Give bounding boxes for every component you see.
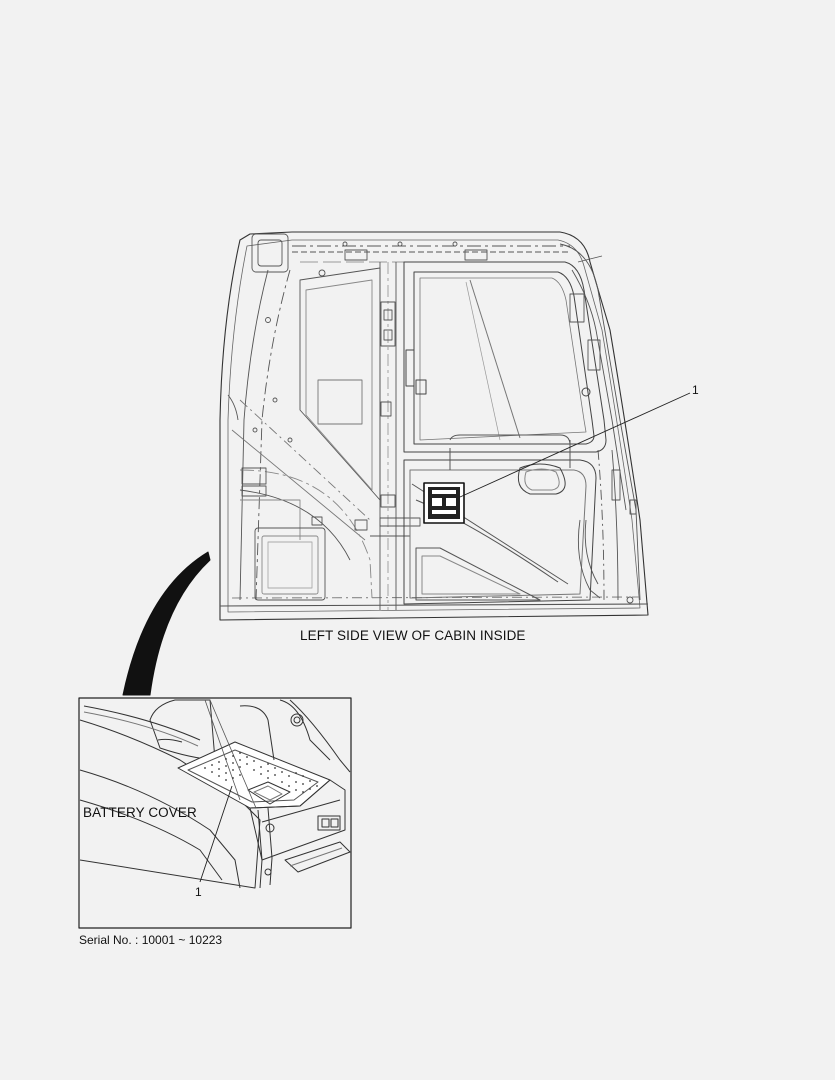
battery-cover-perforations	[204, 752, 318, 793]
center-pillar	[370, 262, 421, 610]
cabin-outline	[219, 231, 649, 621]
safety-label-decal	[423, 482, 465, 524]
battery-cover-caption: BATTERY COVER	[83, 805, 197, 820]
door-frame	[403, 261, 607, 453]
cabin-view-caption: LEFT SIDE VIEW OF CABIN INSIDE	[300, 628, 526, 643]
view-connector-arrow	[122, 551, 211, 696]
serial-number-range: Serial No. : 10001 ~ 10223	[79, 933, 223, 947]
detail-view-frame	[78, 697, 352, 929]
detail-callout-number: 1	[195, 885, 202, 899]
door-lower-panel	[403, 434, 597, 605]
front-pillar	[559, 243, 641, 604]
cabin-callout-leader	[459, 392, 691, 498]
rear-pillar	[227, 267, 381, 601]
battery-cover-detail	[79, 699, 351, 889]
cabin-callout-number: 1	[692, 383, 699, 397]
lower-left-panel	[239, 467, 373, 601]
